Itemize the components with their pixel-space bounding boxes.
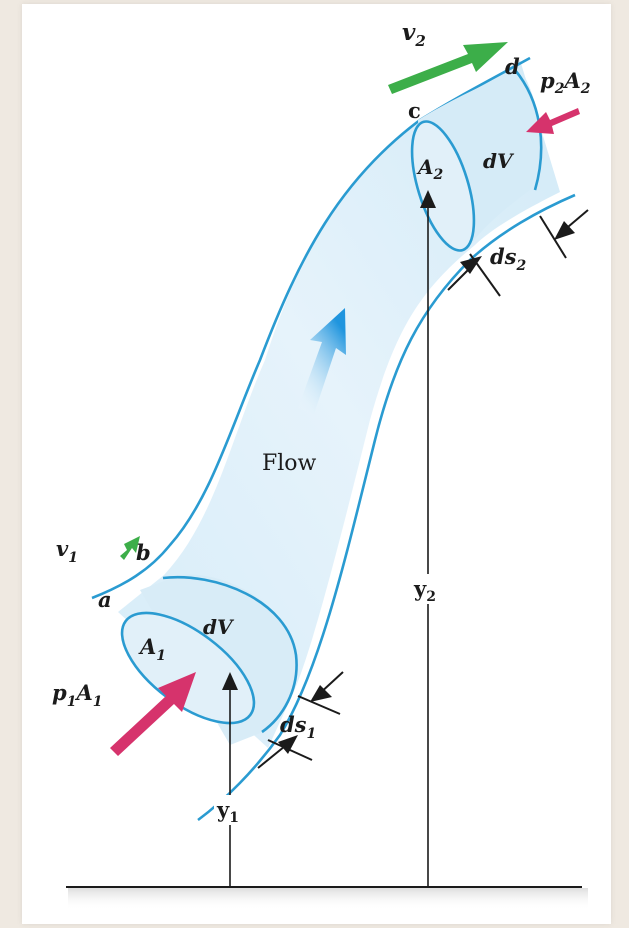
v2-velocity-arrow (388, 42, 508, 94)
ds1-label: ds1 (280, 712, 316, 742)
y1-label-gap (214, 795, 246, 825)
ds1-upper-tick (297, 695, 341, 715)
ds2-lower-tick (469, 253, 501, 297)
ds2-lower-arrowhead (460, 256, 482, 274)
y2-label: y2 (413, 576, 436, 605)
A2-label: A2 (416, 155, 444, 183)
ds2-label: ds2 (490, 244, 527, 274)
flow-direction-arrow (298, 308, 346, 414)
y1-label: y1 (216, 797, 239, 826)
c-label: c (408, 98, 421, 123)
ds1-lower-tick (267, 739, 313, 761)
y2-arrowhead (420, 190, 436, 208)
b-label: b (136, 540, 151, 565)
d-label: d (505, 54, 520, 79)
section-b-arc (162, 575, 298, 734)
ds2-upper-arrowhead (554, 221, 575, 240)
dV1-label: dV (203, 615, 235, 639)
ds2-upper-tick (539, 215, 567, 259)
flow-label: Flow (262, 451, 317, 476)
dV2-label: dV (483, 149, 515, 173)
ground-shadow (68, 888, 588, 910)
ds1-lower-arrowhead (278, 735, 298, 754)
y2-label-gap (412, 574, 444, 604)
y1-arrowhead (222, 672, 238, 690)
ds1-upper-arrowhead (310, 685, 332, 702)
A1-label: A1 (138, 634, 166, 664)
v1-label: v1 (56, 536, 78, 566)
section-A2-ellipse (410, 120, 476, 252)
p2A2-label: p2A2 (540, 68, 591, 97)
v2-label: v2 (402, 19, 426, 50)
a-label: a (98, 587, 112, 612)
p2A2-force-arrow (526, 108, 580, 134)
v1-velocity-arrow (120, 536, 140, 560)
tube-lower-wall (197, 193, 576, 822)
p1A1-label: p1A1 (52, 680, 102, 710)
p1A1-force-arrow (110, 672, 196, 756)
